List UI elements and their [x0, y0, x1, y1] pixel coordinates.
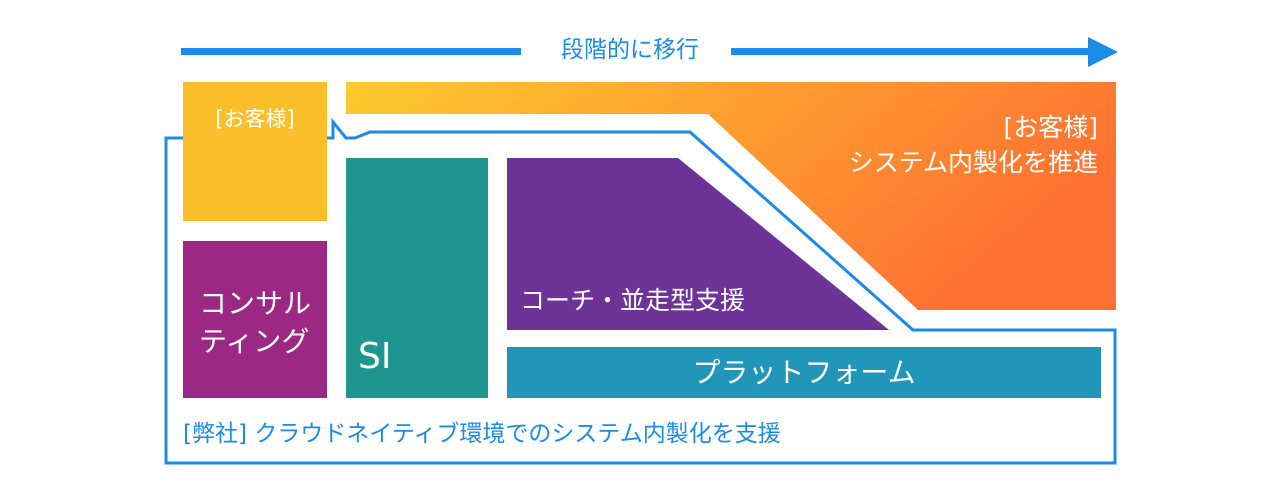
si-block [346, 158, 488, 398]
consulting-block [183, 241, 327, 398]
consulting-label: コンサル ティング [183, 285, 327, 361]
si-label: SI [358, 336, 392, 377]
platform-label: プラットフォーム [692, 356, 916, 389]
coach-block [507, 158, 889, 330]
progress-arrow-line-right [731, 48, 1096, 55]
coach-label: コーチ・並走型支援 [520, 286, 746, 315]
platform-block [507, 347, 1101, 398]
customer-box-label: [お客様] [215, 107, 295, 131]
progress-arrow-head-icon [1088, 37, 1118, 67]
customer-box [183, 82, 327, 221]
customer-goal-area [346, 82, 1116, 310]
company-label: [弊社] クラウドネイティブ環境でのシステム内製化を支援 [183, 421, 781, 447]
consulting-label-line1: コンサル [199, 287, 312, 320]
customer-goal-tag: [お客様] [1003, 113, 1098, 142]
progress-arrow-label: 段階的に移行 [561, 37, 699, 63]
consulting-label-line2: ティング [199, 325, 310, 358]
progress-arrow-line-left [181, 48, 521, 55]
customer-goal-text: システム内製化を推進 [848, 148, 1098, 177]
